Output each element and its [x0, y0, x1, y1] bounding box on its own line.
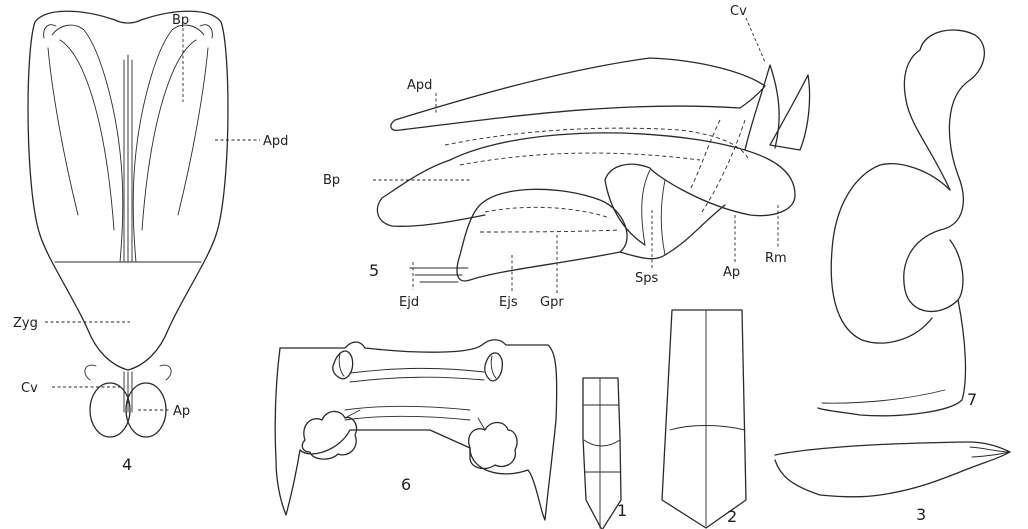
figure-1-drawing: [583, 378, 621, 529]
figure-number-6: 6: [401, 475, 411, 494]
label-fig5-bp: Bp: [323, 173, 340, 188]
figure-number-3: 3: [916, 505, 926, 524]
figure-number-5: 5: [369, 261, 379, 280]
label-fig5-apd: Apd: [407, 78, 432, 93]
label-fig5-rm: Rm: [765, 251, 787, 266]
label-fig5-gpr: Gpr: [540, 295, 564, 310]
figure-number-4: 4: [122, 455, 132, 474]
figure-number-7: 7: [967, 390, 977, 409]
figure-6-drawing: [275, 340, 557, 520]
figure-3-drawing: [775, 442, 1010, 497]
label-fig4-apd: Apd: [263, 134, 288, 149]
label-fig5-ap: Ap: [723, 265, 740, 280]
label-fig5-cv: Cv: [730, 4, 747, 19]
figure-2-drawing: [662, 310, 746, 528]
figure-number-2: 2: [727, 507, 737, 526]
figure-5-drawing: [377, 58, 809, 282]
label-fig4-bp: Bp: [172, 13, 189, 28]
label-fig5-ejd: Ejd: [399, 295, 419, 310]
label-fig4-cv: Cv: [21, 381, 38, 396]
label-fig5-sps: Sps: [635, 271, 659, 286]
figure-number-1: 1: [617, 501, 627, 520]
label-fig5-ejs: Ejs: [499, 295, 518, 310]
label-fig4-zyg: Zyg: [13, 316, 38, 331]
label-fig4-ap: Ap: [173, 404, 190, 419]
figure-4-drawing: [28, 11, 228, 437]
figure-7-drawing: [818, 30, 984, 416]
